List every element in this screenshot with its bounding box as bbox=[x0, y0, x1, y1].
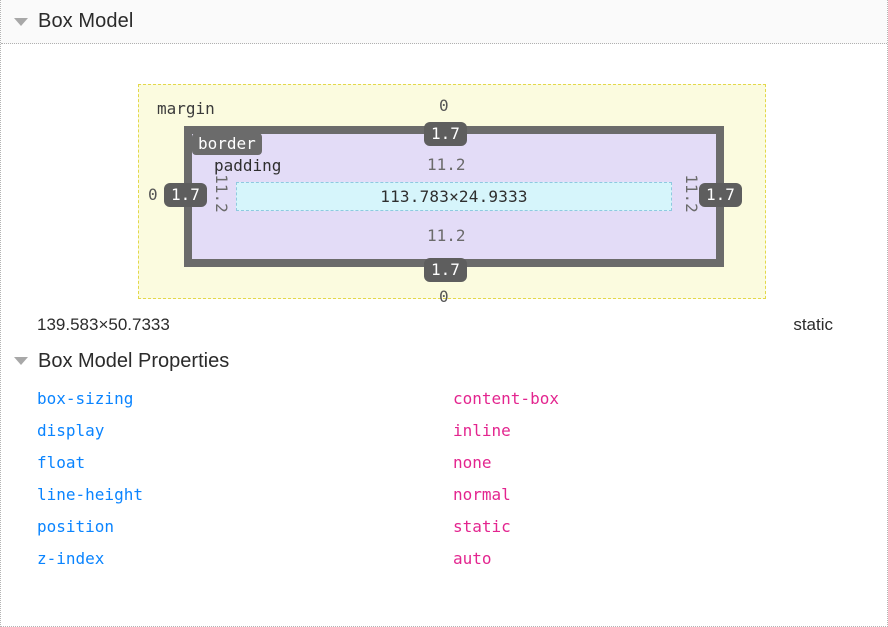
property-name: float bbox=[37, 452, 86, 472]
property-row[interactable]: line-height normal bbox=[1, 478, 887, 510]
property-row[interactable]: position static bbox=[1, 510, 887, 542]
margin-bottom-value[interactable]: 0 bbox=[439, 287, 449, 306]
box-model-properties-list: box-sizing content-box display inline fl… bbox=[1, 378, 887, 574]
element-position-value: static bbox=[793, 315, 833, 334]
border-left-value[interactable]: 1.7 bbox=[164, 183, 207, 207]
property-value[interactable]: auto bbox=[453, 548, 492, 568]
margin-label: margin bbox=[157, 99, 215, 118]
triangle-down-icon[interactable] bbox=[14, 357, 28, 365]
property-name: display bbox=[37, 420, 105, 440]
content-region[interactable]: 113.783×24.9333 bbox=[236, 182, 672, 211]
margin-left-value[interactable]: 0 bbox=[148, 185, 158, 204]
element-size-value: 139.583×50.7333 bbox=[37, 315, 170, 334]
property-name: z-index bbox=[37, 548, 105, 568]
property-value[interactable]: static bbox=[453, 516, 511, 536]
box-model-properties-header[interactable]: Box Model Properties bbox=[1, 344, 887, 378]
property-value[interactable]: inline bbox=[453, 420, 511, 440]
padding-right-value[interactable]: 11.2 bbox=[681, 174, 701, 213]
property-name: position bbox=[37, 516, 115, 536]
padding-region[interactable]: padding 113.783×24.9333 bbox=[192, 134, 716, 259]
content-size-value: 113.783×24.9333 bbox=[380, 187, 528, 206]
property-row[interactable]: float none bbox=[1, 446, 887, 478]
property-row[interactable]: box-sizing content-box bbox=[1, 382, 887, 414]
padding-bottom-value[interactable]: 11.2 bbox=[427, 226, 466, 245]
property-name: box-sizing bbox=[37, 388, 134, 408]
property-value[interactable]: none bbox=[453, 452, 492, 472]
triangle-down-icon[interactable] bbox=[14, 17, 28, 26]
border-top-value[interactable]: 1.7 bbox=[424, 122, 467, 146]
property-value[interactable]: normal bbox=[453, 484, 511, 504]
margin-region[interactable]: margin border padding 113.783×24.9333 bbox=[138, 84, 766, 299]
property-name: line-height bbox=[37, 484, 143, 504]
border-label: border bbox=[192, 133, 262, 155]
property-value[interactable]: content-box bbox=[453, 388, 559, 408]
box-model-summary: 139.583×50.7333 static bbox=[1, 306, 887, 344]
margin-top-value[interactable]: 0 bbox=[439, 96, 449, 115]
box-model-properties-title: Box Model Properties bbox=[38, 349, 230, 372]
border-bottom-value[interactable]: 1.7 bbox=[424, 258, 467, 282]
box-model-diagram: margin border padding 113.783×24.9333 0 … bbox=[1, 44, 887, 306]
padding-left-value[interactable]: 11.2 bbox=[211, 174, 231, 213]
property-row[interactable]: z-index auto bbox=[1, 542, 887, 574]
property-row[interactable]: display inline bbox=[1, 414, 887, 446]
border-right-value[interactable]: 1.7 bbox=[699, 183, 742, 207]
padding-label: padding bbox=[214, 156, 282, 175]
border-region[interactable]: border padding 113.783×24.9333 bbox=[184, 126, 724, 267]
padding-top-value[interactable]: 11.2 bbox=[427, 155, 466, 174]
page-title: Box Model bbox=[38, 10, 134, 32]
box-model-header[interactable]: Box Model bbox=[1, 0, 887, 44]
